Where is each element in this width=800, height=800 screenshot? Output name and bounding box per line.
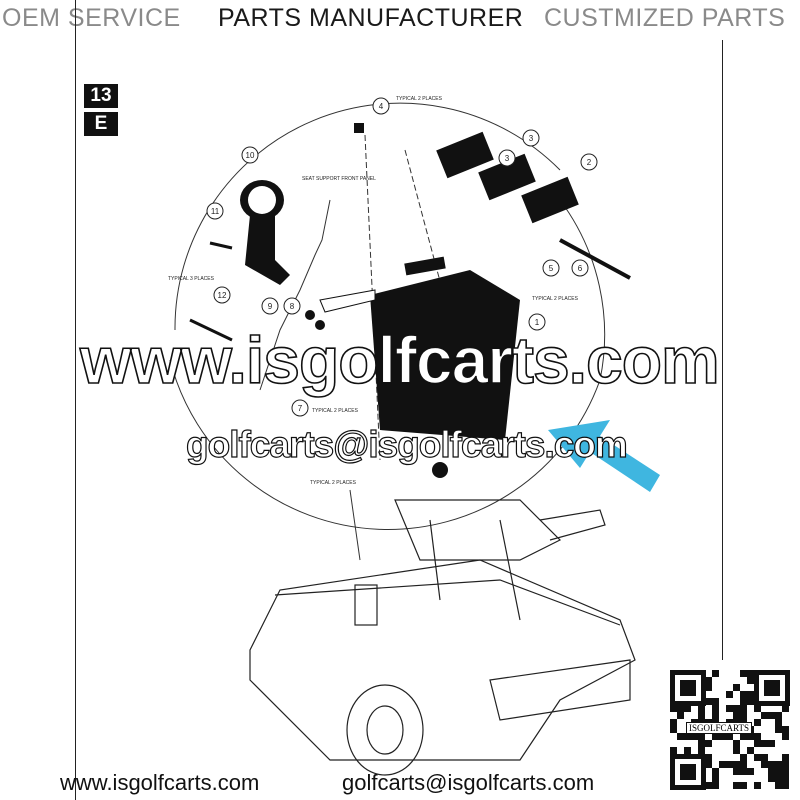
switch-assembly (370, 270, 520, 440)
callout-number: 1 (535, 318, 540, 327)
blue-arrow-icon (548, 420, 660, 492)
bracket (319, 289, 376, 313)
callout-circle (206, 202, 224, 220)
qr-label: ISGOLFCARTS (686, 722, 752, 734)
callout-circle (580, 153, 598, 171)
leader-line (349, 489, 361, 561)
note-seat-support: SEAT SUPPORT FRONT PANEL (302, 176, 376, 182)
bolt-12 (189, 318, 233, 342)
callout-circle (542, 259, 560, 277)
bolt-11 (209, 241, 233, 250)
note-typical-12: TYPICAL 3 PLACES (168, 276, 215, 282)
seat-support-panel (259, 199, 331, 391)
callout-number: 8 (290, 302, 295, 311)
callout-number: 4 (379, 102, 384, 111)
callout-circle (291, 399, 309, 417)
nut (354, 123, 364, 133)
callout-number: 9 (268, 302, 273, 311)
frame-line-right (722, 40, 723, 660)
header-oem-service: OEM SERVICE (2, 4, 181, 32)
page-badge: 13 (84, 84, 118, 108)
washer-8 (305, 310, 315, 320)
callout-circle (213, 286, 231, 304)
detail-circle-top (174, 102, 561, 331)
note-typical-bottom: TYPICAL 2 PLACES (310, 480, 357, 486)
watermark-email: golfcarts@isgolfcarts.com (185, 423, 628, 465)
nut-bottom (432, 462, 448, 478)
note-typical-4: TYPICAL 2 PLACES (396, 96, 443, 102)
shaft (404, 256, 446, 276)
callout-circle (372, 97, 390, 115)
frame-line-left (75, 0, 76, 800)
section-badge: E (84, 112, 118, 136)
callout-circle (283, 297, 301, 315)
note-typical-5-6: TYPICAL 2 PLACES (532, 296, 579, 302)
note-typical-7: TYPICAL 2 PLACES (312, 408, 359, 414)
dash-line-2 (404, 149, 446, 301)
callout-circle (241, 146, 259, 164)
callout-number: 10 (246, 151, 255, 160)
detail-circle-bottom (169, 199, 606, 530)
callout-number: 2 (587, 158, 592, 167)
callout-number: 7 (298, 404, 303, 413)
watermark-url: www.isgolfcarts.com (79, 322, 720, 398)
footer-url[interactable]: www.isgolfcarts.com (60, 770, 260, 795)
golf-cart-illustration (249, 499, 636, 776)
callout-number: 3 (505, 154, 510, 163)
micro-switches (436, 131, 579, 224)
pedal-arm (245, 215, 290, 285)
washer-9 (315, 320, 325, 330)
callout-number: 6 (578, 264, 583, 273)
header-parts-manufacturer: PARTS MANUFACTURER (218, 4, 524, 32)
header-customized-parts: CUSTMIZED PARTS (544, 4, 786, 32)
rod (559, 238, 631, 280)
footer-email[interactable]: golfcarts@isgolfcarts.com (342, 770, 595, 795)
callout-circle (528, 313, 546, 331)
callout-circle (261, 297, 279, 315)
callout-number: 12 (218, 291, 227, 300)
callout-circle (498, 149, 516, 167)
callout-number: 11 (211, 207, 220, 216)
callout-number: 5 (549, 264, 554, 273)
callout-circle (522, 129, 540, 147)
callout-circle (571, 259, 589, 277)
callout-number: 3 (529, 134, 534, 143)
